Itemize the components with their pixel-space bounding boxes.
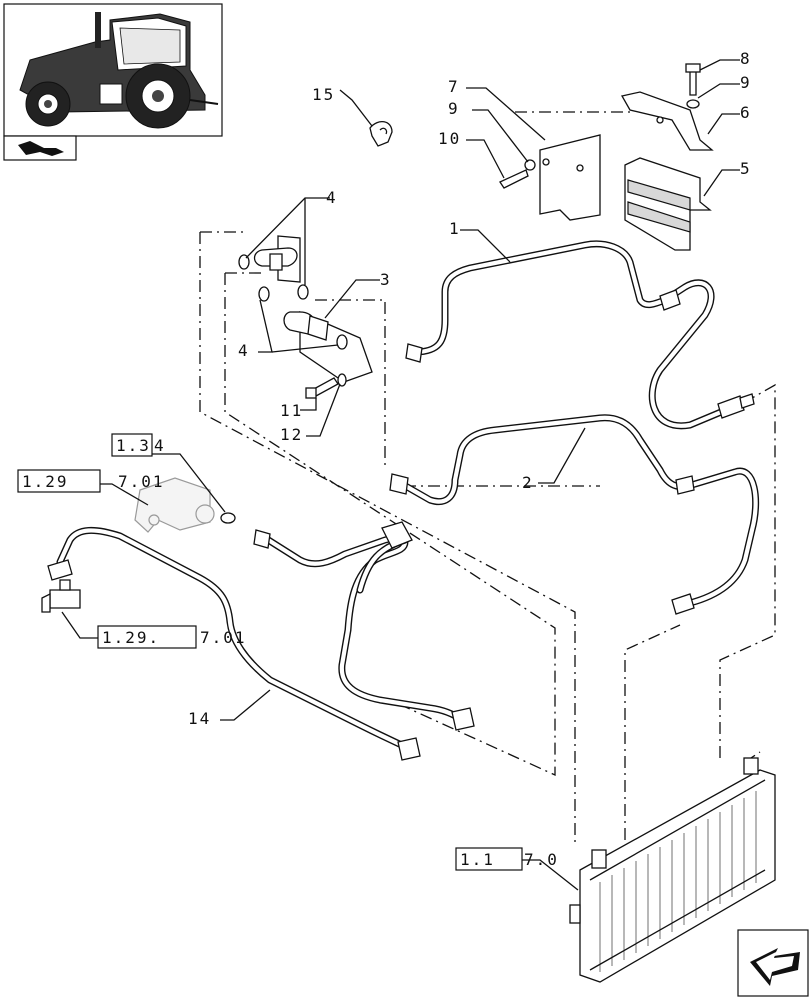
- callout-6: 6: [740, 103, 752, 122]
- section-ref-1-3-4[interactable]: 1.3 4: [111, 433, 166, 457]
- pipe-14[interactable]: [41, 521, 475, 761]
- next-page-arrow-icon[interactable]: [737, 929, 809, 997]
- section-ref-1-17-0[interactable]: 1.1 7.0: [455, 847, 559, 871]
- o-ring-4d: [336, 334, 348, 350]
- svg-text:4: 4: [154, 436, 166, 455]
- callout-10: 10: [438, 129, 461, 148]
- callout-4-lower: 4: [238, 341, 250, 360]
- svg-text:1.29.: 1.29.: [102, 628, 160, 647]
- svg-text:1.29: 1.29: [22, 472, 69, 491]
- reference-bracket: [134, 477, 215, 533]
- callout-9-right: 9: [740, 73, 752, 92]
- callout-1: 1: [449, 219, 461, 238]
- section-ref-1-29-7-01-mid[interactable]: 1.29. 7.01: [97, 625, 247, 649]
- callout-12: 12: [280, 425, 303, 444]
- callout-2: 2: [522, 473, 534, 492]
- section-arrow-icon[interactable]: [3, 135, 77, 161]
- svg-text:1.1: 1.1: [460, 850, 495, 869]
- o-ring-4a: [238, 254, 250, 270]
- tractor-thumbnail-icon[interactable]: [3, 3, 223, 137]
- condenser-radiator[interactable]: [569, 757, 776, 983]
- bracket-6[interactable]: [620, 91, 714, 151]
- bolt-10[interactable]: [499, 169, 529, 189]
- section-ref-1-29-7-01-top[interactable]: 1.29 7.01: [17, 469, 165, 493]
- svg-text:7.01: 7.01: [200, 628, 247, 647]
- o-ring-4b: [297, 284, 309, 300]
- callout-14: 14: [188, 709, 211, 728]
- pipe-2[interactable]: [389, 414, 760, 615]
- switch-3[interactable]: [283, 311, 373, 383]
- callout-11: 11: [280, 401, 303, 420]
- callout-3: 3: [380, 270, 392, 289]
- clip-15[interactable]: [369, 121, 393, 147]
- svg-text:7.0: 7.0: [524, 850, 559, 869]
- plate-7[interactable]: [539, 134, 601, 221]
- washer-9b: [686, 99, 700, 109]
- pressure-switch-bracket[interactable]: [253, 235, 301, 283]
- o-ring-13: [220, 512, 236, 524]
- callout-9-left: 9: [448, 99, 460, 118]
- bolt-8[interactable]: [685, 63, 701, 96]
- callout-15: 15: [312, 85, 335, 104]
- svg-text:1.3: 1.3: [116, 436, 151, 455]
- bolt-11[interactable]: [305, 373, 347, 399]
- callout-5: 5: [740, 159, 752, 178]
- o-ring-4c: [258, 286, 270, 302]
- callout-4-upper: 4: [326, 188, 338, 207]
- washer-9a: [524, 159, 536, 171]
- svg-text:7.01: 7.01: [118, 472, 165, 491]
- pipe-1[interactable]: [405, 240, 755, 430]
- callout-8: 8: [740, 49, 752, 68]
- callout-7: 7: [448, 77, 460, 96]
- isolator-block-5[interactable]: [624, 157, 712, 251]
